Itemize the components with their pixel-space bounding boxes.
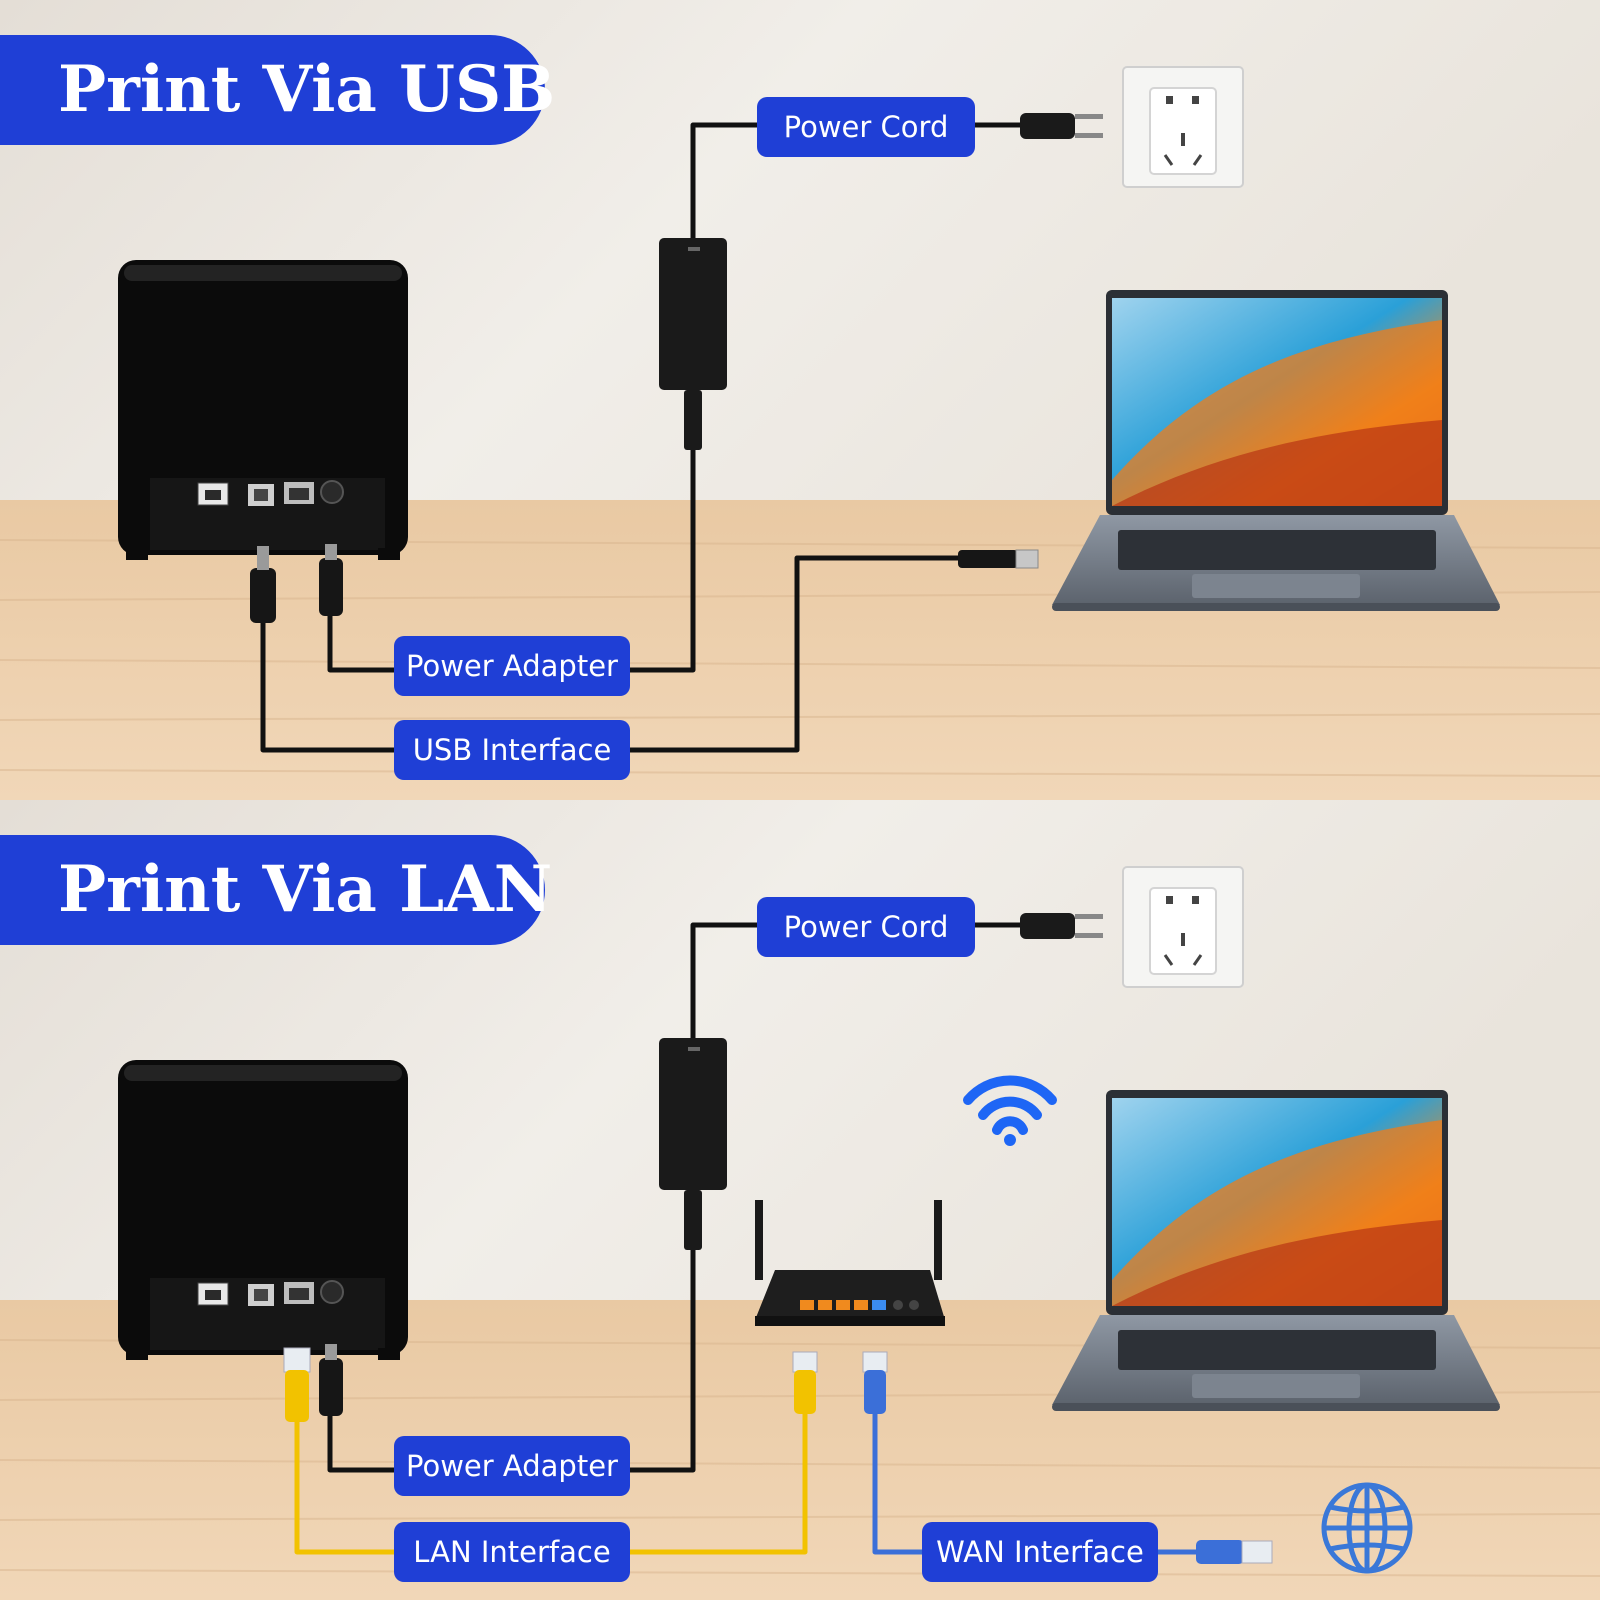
laptop-icon: [1052, 290, 1500, 611]
wall-socket-icon: [1122, 66, 1244, 188]
rj45-plug-icon: [862, 1351, 888, 1414]
power-plug-icon: [1020, 113, 1103, 139]
dc-plug-icon: [319, 544, 343, 616]
lan-power-cord-label: Power Cord: [757, 897, 975, 957]
wifi-icon: [963, 1075, 1057, 1146]
rj45-plug-icon: [283, 1347, 311, 1422]
rj45-plug-icon: [792, 1351, 818, 1414]
rj45-plug-icon: [1196, 1540, 1273, 1564]
usb-cable: [260, 555, 960, 753]
wan-interface-label: WAN Interface: [922, 1522, 1158, 1582]
laptop-icon: [1052, 1090, 1500, 1411]
usb-interface-label: USB Interface: [394, 720, 630, 780]
power-adapter-icon: [659, 1038, 727, 1250]
power-adapter-icon: [659, 238, 727, 450]
dc-plug-icon: [319, 1344, 343, 1416]
usb-title-banner: Print Via USB: [0, 35, 555, 145]
router-icon: [755, 1200, 945, 1326]
lan-panel: Print Via LAN Power Cord Power Adapter L…: [0, 800, 1600, 1600]
globe-icon: [1321, 1482, 1413, 1574]
lan-title-banner: Print Via LAN: [0, 835, 552, 945]
printer-icon: [118, 260, 408, 560]
usb-panel: Print Via USB Power Cord Power Adapter U…: [0, 0, 1600, 800]
printer-icon: [118, 1060, 408, 1360]
lan-interface-label: LAN Interface: [394, 1522, 630, 1582]
usb-power-cord-label: Power Cord: [757, 97, 975, 157]
usb-b-plug-icon: [250, 546, 276, 623]
usb-power-adapter-label: Power Adapter: [394, 636, 630, 696]
lan-power-adapter-label: Power Adapter: [394, 1436, 630, 1496]
power-plug-icon: [1020, 913, 1103, 939]
wall-socket-icon: [1122, 866, 1244, 988]
usb-plug-icon: [958, 549, 1039, 569]
